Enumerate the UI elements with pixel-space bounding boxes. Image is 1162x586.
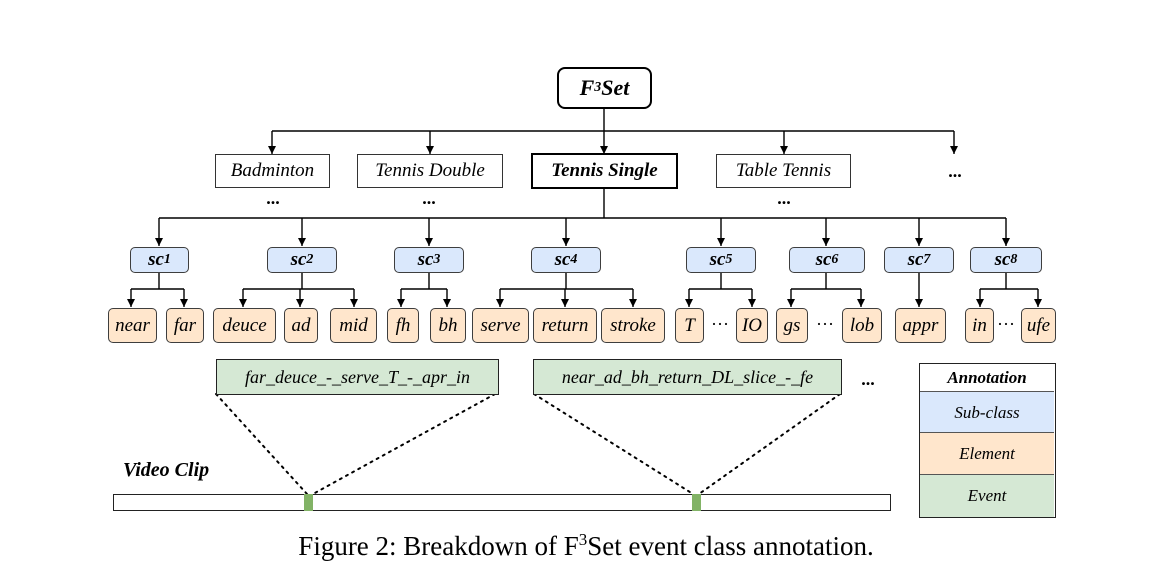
tennis-double-more: ... — [422, 187, 436, 208]
element-stroke: stroke — [601, 308, 665, 343]
video-timeline — [113, 494, 891, 511]
legend-element: Element — [920, 432, 1054, 475]
subclass-index: 7 — [923, 252, 931, 267]
element-in: in — [965, 308, 994, 343]
sport-more: ... — [948, 160, 962, 181]
element-deuce: deuce — [213, 308, 276, 343]
badminton-more: ... — [266, 187, 280, 208]
root-prefix: F — [579, 75, 595, 100]
element-gs: gs — [776, 308, 808, 343]
video-clip-label: Video Clip — [123, 459, 210, 481]
root-suffix: Set — [601, 75, 630, 100]
element-near: near — [108, 308, 157, 343]
subclass-index: 1 — [163, 252, 171, 267]
element-fh: fh — [387, 308, 419, 343]
subclass-index: 5 — [725, 252, 733, 267]
element-return: return — [533, 308, 597, 343]
table-tennis-more: ... — [777, 187, 791, 208]
event-more: ... — [861, 368, 875, 389]
element-lob: lob — [842, 308, 882, 343]
element-t: T — [675, 308, 704, 343]
sport-tennis-single: Tennis Single — [531, 153, 678, 189]
subclass-base: sc — [290, 249, 307, 270]
legend-subclass: Sub-class — [920, 391, 1054, 433]
element-mid: mid — [330, 308, 377, 343]
subclass-index: 2 — [306, 252, 314, 267]
subclass-base: sc — [709, 249, 726, 270]
sport-badminton: Badminton — [215, 154, 330, 188]
event-2: near_ad_bh_return_DL_slice_-_fe — [533, 359, 842, 395]
legend-title: Annotation — [920, 364, 1054, 391]
sport-tennis-double: Tennis Double — [357, 154, 503, 188]
subclass-index: 3 — [433, 252, 441, 267]
timeline-marker-2 — [692, 494, 701, 511]
caption-suffix: Set event class annotation. — [587, 531, 874, 561]
subclass-base: sc — [815, 249, 832, 270]
subclass-base: sc — [148, 249, 164, 270]
sc8-more: ··· — [997, 314, 1015, 334]
legend-event: Event — [920, 474, 1054, 517]
timeline-marker-1 — [304, 494, 313, 511]
caption-superscript: 3 — [578, 530, 588, 549]
sc6-more: ··· — [816, 314, 834, 334]
subclass-base: sc — [907, 249, 924, 270]
subclass-base: sc — [554, 249, 571, 270]
subclass-index: 6 — [831, 252, 839, 267]
figure-caption: Figure 2: Breakdown of F3Set event class… — [0, 530, 1162, 562]
element-far: far — [166, 308, 204, 343]
element-ufe: ufe — [1021, 308, 1056, 343]
caption-prefix: Figure 2: Breakdown of F — [298, 531, 579, 561]
sc5-more: ··· — [711, 314, 729, 334]
element-io: IO — [736, 308, 768, 343]
legend: Annotation Sub-class Element Event — [919, 363, 1056, 518]
element-bh: bh — [430, 308, 466, 343]
subclass-base: sc — [994, 249, 1011, 270]
event-1: far_deuce_-_serve_T_-_apr_in — [216, 359, 499, 395]
element-ad: ad — [284, 308, 318, 343]
subclass-index: 4 — [570, 252, 578, 267]
element-appr: appr — [895, 308, 946, 343]
subclass-base: sc — [417, 249, 434, 270]
element-serve: serve — [472, 308, 529, 343]
root-superscript: 3 — [594, 80, 602, 95]
subclass-index: 8 — [1010, 252, 1018, 267]
sport-table-tennis: Table Tennis — [716, 154, 851, 188]
